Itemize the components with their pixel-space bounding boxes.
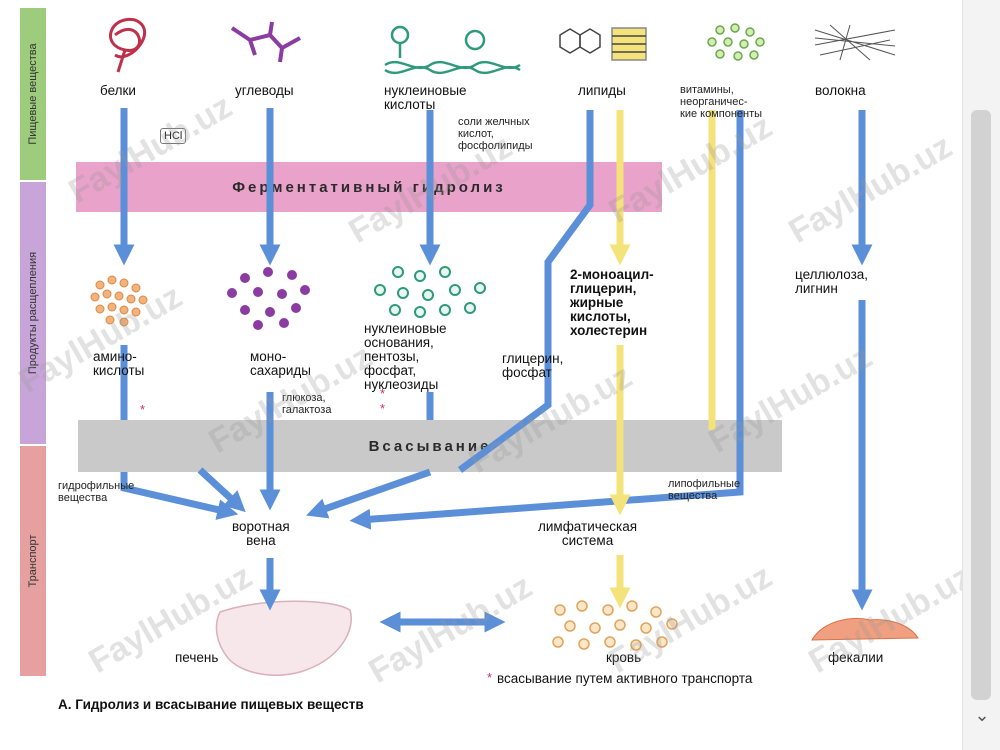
absorption-band-label: Всасывание xyxy=(368,437,492,455)
label-monoacylglycerol: 2-моноацил- глицерин, жирные кислоты, хо… xyxy=(570,267,654,338)
note-lipophilic: липофильные вещества xyxy=(668,478,741,502)
label-lymph-system: лимфатическая система xyxy=(538,519,638,548)
label-fibers: волокна xyxy=(815,83,866,98)
label-lipids: липиды xyxy=(578,83,626,98)
label-cellulose: целлюлоза, лигнин xyxy=(795,267,869,296)
flow-diagram: * * * * xyxy=(90,17,919,685)
label-glycerol: глицерин, фосфат xyxy=(502,351,564,380)
note-bile: соли желчных кислот, фосфолипиды xyxy=(458,116,533,152)
label-liver: печень xyxy=(175,650,219,665)
fiber-icon xyxy=(814,24,896,61)
legend-star: * xyxy=(487,670,492,685)
lipid-icon xyxy=(559,27,647,61)
amino-star: * xyxy=(140,402,145,417)
nucleo-star-2: * xyxy=(380,401,385,416)
blood-cells-icon xyxy=(552,600,678,651)
label-monosaccharides: моно- сахариды xyxy=(250,349,311,378)
nucleo-star-1: * xyxy=(380,386,385,401)
yellow-arrows xyxy=(609,110,716,609)
chevron-down-icon[interactable]: ⌄ xyxy=(974,705,990,725)
note-hcl: HCl xyxy=(160,128,187,144)
label-portal-vein: воротная вена xyxy=(232,519,290,548)
nucleic-acid-icon xyxy=(384,25,521,75)
label-vitamins: витамины, неорганичес- кие компоненты xyxy=(680,84,763,120)
label-proteins: белки xyxy=(100,83,136,98)
hydrolysis-band-label: Ферментативный гидролиз xyxy=(232,178,506,196)
carbohydrate-icon xyxy=(230,21,301,63)
diagram-frame: Пищевые вещества Продукты расщепления Тр… xyxy=(12,8,979,712)
legend-text: всасывание путем активного транспорта xyxy=(497,671,753,686)
protein-icon xyxy=(109,17,147,73)
vitamin-icon xyxy=(707,23,765,61)
label-carbs: углеводы xyxy=(235,83,294,98)
absorption-band: Всасывание xyxy=(78,420,782,472)
figure-caption: А. Гидролиз и всасывание пищевых веществ xyxy=(58,697,364,712)
liver-icon xyxy=(215,600,352,676)
label-feces: фекалии xyxy=(828,650,884,665)
note-hydrophilic: гидрофильные вещества xyxy=(58,480,135,504)
feces-icon xyxy=(811,617,919,641)
section-transport: Транспорт xyxy=(20,446,46,676)
amino-acid-icon xyxy=(90,275,148,327)
active-transport-markers: * * * * xyxy=(140,386,492,685)
section-nutrients: Пищевые вещества xyxy=(20,8,46,180)
label-amino-acids: амино- кислоты xyxy=(93,349,145,378)
blue-arrows xyxy=(113,108,873,633)
label-nucleo-products: нуклеиновые основания, пентозы, фосфат, … xyxy=(364,321,447,392)
nucleotide-icon xyxy=(374,266,486,318)
label-nucleic: нуклеиновые кислоты xyxy=(384,83,467,112)
scrollbar-thumb[interactable] xyxy=(971,110,991,700)
vertical-scrollbar[interactable]: ⌄ xyxy=(962,0,1000,750)
label-blood: кровь xyxy=(606,650,642,665)
monosaccharide-icon xyxy=(227,267,310,330)
section-products: Продукты расщепления xyxy=(20,182,46,444)
note-glucose: глюкоза, галактоза xyxy=(282,392,332,416)
hydrolysis-band: Ферментативный гидролиз xyxy=(76,162,662,212)
